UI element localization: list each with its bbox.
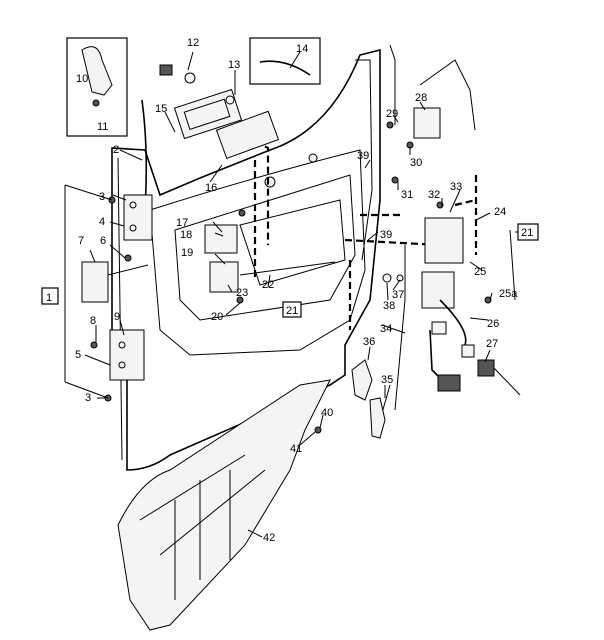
- callout-10: 10: [76, 73, 88, 85]
- callout-23: 23: [236, 287, 248, 299]
- callout-16: 16: [205, 182, 217, 194]
- door-inner-panel: [149, 149, 366, 356]
- assembly-lines: [224, 127, 478, 330]
- callout-8: 8: [90, 315, 96, 327]
- connector-icon: [477, 359, 495, 377]
- wiring-harness: [429, 299, 521, 396]
- callout-18: 18: [180, 229, 192, 241]
- door-check-icon: [81, 261, 109, 303]
- inner-lock-icon: [209, 261, 239, 293]
- callout-28: 28: [415, 92, 427, 104]
- callout-13: 13: [228, 59, 240, 71]
- screw-icon: [90, 341, 98, 349]
- callout-32: 32: [428, 189, 440, 201]
- inset-box-10-11: [66, 37, 128, 137]
- callout-1: 1: [46, 292, 52, 304]
- callout-30: 30: [410, 157, 422, 169]
- callout-34: 34: [380, 323, 392, 335]
- connector-icon: [431, 321, 447, 335]
- callout-19: 19: [181, 247, 193, 259]
- bracket-1-lines: [41, 184, 113, 399]
- striker-assembly: [386, 107, 441, 149]
- callout-21: 21: [286, 305, 298, 317]
- hinge-upper-icon: [123, 194, 153, 241]
- callout-25a: 26: [487, 318, 499, 330]
- inset-box-14: [249, 37, 321, 85]
- callout-39: 39: [357, 150, 369, 162]
- callout-38: 38: [383, 300, 395, 312]
- screw-icon: [124, 254, 132, 262]
- callout-9: 9: [114, 311, 120, 323]
- callout-40: 40: [321, 407, 333, 419]
- callout-25: 25: [474, 266, 486, 278]
- inner-handle-icon: [204, 224, 238, 254]
- exterior-handle-assembly: [159, 64, 280, 159]
- callout-41: 41: [290, 443, 302, 455]
- link-icon: [369, 397, 386, 439]
- callout-26: 25a: [499, 288, 518, 300]
- connector-icon: [461, 344, 475, 358]
- callout-15: 15: [155, 103, 167, 115]
- callout-37: 37: [392, 289, 404, 301]
- striker-icon: [413, 107, 441, 139]
- lock-cylinder-icon: [159, 64, 173, 76]
- screw-icon: [92, 99, 100, 107]
- rods-and-links: [351, 245, 406, 439]
- rod-icon: [259, 60, 311, 76]
- link-icon: [351, 359, 373, 401]
- callout-29: 29: [386, 108, 398, 120]
- handle-grip-icon: [81, 46, 113, 96]
- callout-4: 4: [99, 216, 105, 228]
- callout-20: 20: [211, 311, 223, 323]
- callout-24: 24: [494, 206, 506, 218]
- callout-3b: 3: [85, 392, 91, 404]
- trim-panel: [117, 379, 331, 631]
- lock-unit: [391, 176, 539, 309]
- hinges: [81, 194, 153, 381]
- callout-35: 35: [381, 374, 393, 386]
- callout-31: 31: [401, 189, 413, 201]
- callout-17: 17: [176, 217, 188, 229]
- callout-21b: 21: [521, 227, 533, 239]
- callout-36: 36: [363, 336, 375, 348]
- callout-5: 5: [75, 349, 81, 361]
- callout-33: 33: [450, 181, 462, 193]
- connector-icon: [437, 374, 461, 392]
- inner-handle-assembly: [204, 209, 336, 304]
- callout-39b: 39: [380, 229, 392, 241]
- callout-3: 3: [99, 191, 105, 203]
- callout-27: 27: [486, 338, 498, 350]
- callout-42: 42: [263, 532, 275, 544]
- latch-icon: [424, 217, 464, 264]
- leader-lines: [84, 51, 493, 538]
- callout-2: 2: [113, 144, 119, 156]
- callout-7: 7: [78, 235, 84, 247]
- callout-labels: 1 2 3 4 5 6 7 8 9 3 10 11 12 13 14 15 16…: [46, 37, 533, 544]
- callout-11: 11: [97, 121, 108, 133]
- callout-22: 22: [262, 279, 274, 291]
- callout-6: 6: [100, 235, 106, 247]
- hinge-lower-icon: [109, 329, 145, 381]
- actuator-icon: [421, 271, 455, 309]
- handle-bezel-icon: [215, 110, 280, 159]
- callout-12: 12: [187, 37, 199, 49]
- callout-14: 14: [296, 43, 308, 55]
- door-frame: [111, 44, 476, 471]
